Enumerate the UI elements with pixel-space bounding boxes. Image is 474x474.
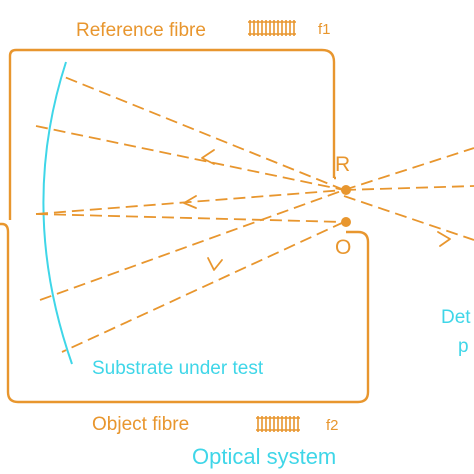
- ray-middle-upper: [35, 189, 345, 215]
- object-fibre-label: Object fibre: [92, 414, 189, 435]
- arrow-upper-return-icon: [201, 149, 215, 165]
- ray-upper-return: [35, 125, 345, 191]
- substrate-label: Substrate under test: [92, 358, 264, 379]
- ray-middle-lower: [35, 213, 345, 223]
- ray-upper-incident: [61, 75, 345, 191]
- reference-fibre-coil-icon: [248, 20, 296, 36]
- ray-exit-lower: [343, 195, 474, 241]
- ray-arrows: [183, 149, 451, 271]
- optical-system-label: Optical system: [192, 444, 336, 469]
- arrow-lower-icon: [207, 257, 223, 271]
- ray-lower-incident: [61, 221, 345, 353]
- ray-exit-middle: [343, 185, 474, 191]
- point-o-dot: [341, 217, 351, 227]
- arrow-exit-icon: [437, 231, 451, 247]
- point-r-dot: [341, 185, 351, 195]
- object-fibre-coil-icon: [256, 416, 300, 432]
- point-r-label: R: [335, 153, 350, 176]
- reference-frequency-label: f1: [318, 21, 331, 38]
- arrow-middle-icon: [183, 195, 197, 209]
- substrate-mirror: [42, 61, 73, 365]
- light-rays: [35, 75, 474, 353]
- optical-frame: [0, 48, 370, 404]
- object-frequency-label: f2: [326, 417, 339, 434]
- point-o-label: O: [335, 236, 351, 259]
- ray-exit-upper: [343, 147, 474, 191]
- detector-label-line1: Det: [441, 307, 471, 328]
- detector-label-line2: p: [458, 336, 469, 357]
- reference-fibre-label: Reference fibre: [76, 20, 206, 41]
